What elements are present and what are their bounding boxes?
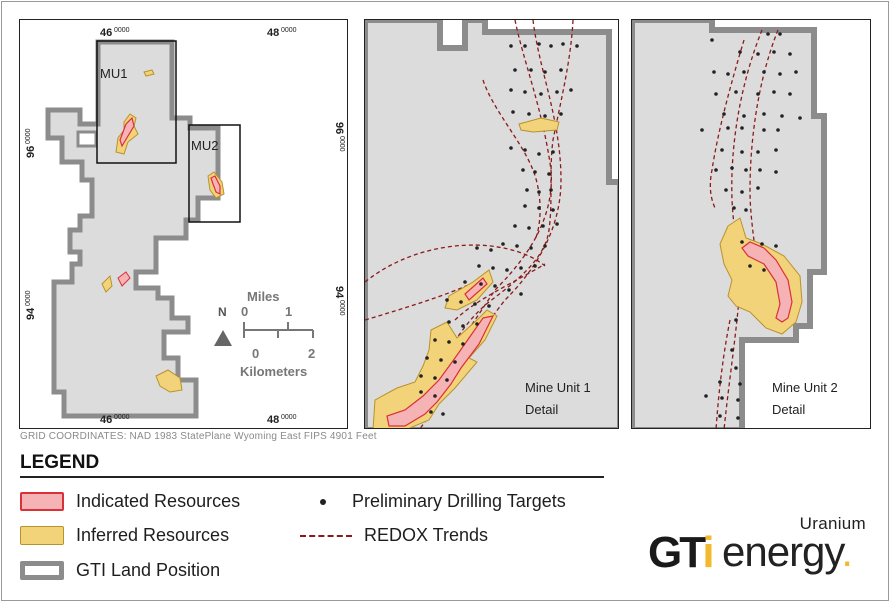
scale-miles-0: 0	[241, 304, 248, 319]
tick-96-right-sup: 0000	[338, 136, 345, 152]
mine-unit-1-detail-map: Mine Unit 1 Detail	[364, 19, 619, 429]
scale-km-2: 2	[308, 346, 315, 361]
mu1-inferred-south	[372, 309, 498, 428]
land-swatch	[20, 561, 64, 580]
tick-94-left: 94	[25, 307, 37, 320]
scale-bar	[243, 322, 314, 338]
tick-46-bottom: 46	[100, 414, 112, 426]
mu1-detail-canvas: Mine Unit 1 Detail	[365, 20, 618, 428]
land-position-notch	[76, 130, 98, 148]
tick-48-bottom: 48	[267, 414, 279, 426]
resource-south-3	[155, 369, 183, 393]
legend-title: LEGEND	[20, 452, 100, 473]
legend-divider	[20, 476, 604, 478]
mu2-label: MU2	[191, 138, 218, 153]
mu1-drilling-targets	[419, 42, 579, 416]
mu1-label: MU1	[100, 66, 127, 81]
indicated-resource-mu2	[210, 175, 221, 195]
mu2-detail-label-line1: Mine Unit 2	[772, 380, 838, 395]
legend-item-drilling: Preliminary Drilling Targets	[300, 491, 566, 512]
mu1-land-position	[365, 20, 618, 428]
overview-map-canvas: 46 0000 48 0000 46 0000 48 0000 96 0000 …	[25, 27, 345, 426]
north-arrow-icon	[214, 330, 232, 346]
mu2-detail-canvas: Mine Unit 2 Detail	[632, 20, 838, 428]
land-position-area	[45, 39, 221, 419]
mu1-detail-label-line1: Mine Unit 1	[525, 380, 591, 395]
tick-96-left-sup: 0000	[25, 128, 32, 144]
mu2-detail-label-line2: Detail	[772, 402, 805, 417]
tick-46-bottom-sup: 0000	[114, 414, 130, 421]
legend-label-indicated: Indicated Resources	[76, 491, 241, 511]
drilling-dot-icon	[320, 498, 326, 505]
mu2-land-position	[632, 20, 827, 428]
inferred-swatch	[20, 526, 64, 545]
mine-unit-2-detail-map: Mine Unit 2 Detail	[631, 19, 871, 429]
redox-dash-icon	[300, 534, 352, 537]
legend-label-redox: REDOX Trends	[364, 525, 489, 545]
logo-uranium-text: Uranium	[799, 514, 866, 533]
scale-miles-1: 1	[285, 304, 292, 319]
grid-coordinates-note: GRID COORDINATES: NAD 1983 StatePlane Wy…	[20, 431, 377, 442]
mu1-box[interactable]	[96, 40, 177, 164]
tick-94-right-sup: 0000	[338, 300, 345, 316]
legend-item-land: GTI Land Position	[20, 560, 220, 581]
legend-item-redox: REDOX Trends	[300, 525, 488, 546]
tick-94-left-sup: 0000	[25, 290, 32, 306]
tick-96-right: 96	[333, 122, 345, 134]
resource-south-2	[117, 271, 131, 287]
tick-48-top: 48	[267, 27, 279, 39]
scale-km-label: Kilometers	[240, 364, 307, 379]
indicated-resource-mu1	[119, 116, 135, 148]
mu1-indicated-south	[386, 315, 495, 427]
logo-gt-text: GTi	[648, 528, 715, 578]
logo-gt-letters: GT	[648, 528, 705, 577]
tick-94-right: 94	[333, 286, 345, 299]
mu2-drilling-targets	[700, 32, 802, 420]
logo-i-letter: i	[702, 528, 714, 577]
legend-item-inferred: Inferred Resources	[20, 525, 229, 546]
tick-48-bottom-sup: 0000	[281, 414, 297, 421]
tick-48-top-sup: 0000	[281, 27, 297, 34]
legend-label-land: GTI Land Position	[76, 560, 221, 580]
mu2-box[interactable]	[188, 124, 241, 223]
resource-south-1	[101, 274, 113, 293]
mu1-detail-label-line2: Detail	[525, 402, 558, 417]
inferred-resource-mu1-north	[143, 69, 155, 77]
logo-energy-word: energy	[722, 528, 842, 575]
gti-energy-logo: Uranium GTi energy.	[648, 514, 872, 578]
north-label: N	[218, 305, 227, 319]
logo-energy-text: energy.	[722, 528, 853, 576]
tick-46-top: 46	[100, 27, 112, 39]
mu2-redox-trends	[709, 29, 779, 428]
scale-km-0: 0	[252, 346, 259, 361]
tick-96-left: 96	[25, 146, 37, 158]
legend-item-indicated: Indicated Resources	[20, 491, 240, 512]
scale-miles-label: Miles	[247, 289, 280, 304]
legend-label-inferred: Inferred Resources	[76, 525, 230, 545]
mu2-indicated	[741, 241, 793, 323]
overview-map: 46 0000 48 0000 46 0000 48 0000 96 0000 …	[19, 19, 348, 429]
legend-label-drilling: Preliminary Drilling Targets	[352, 491, 566, 511]
logo-dot: .	[841, 528, 853, 575]
mu1-inferred-north	[518, 117, 560, 133]
tick-46-top-sup: 0000	[114, 27, 130, 34]
indicated-swatch	[20, 492, 64, 511]
